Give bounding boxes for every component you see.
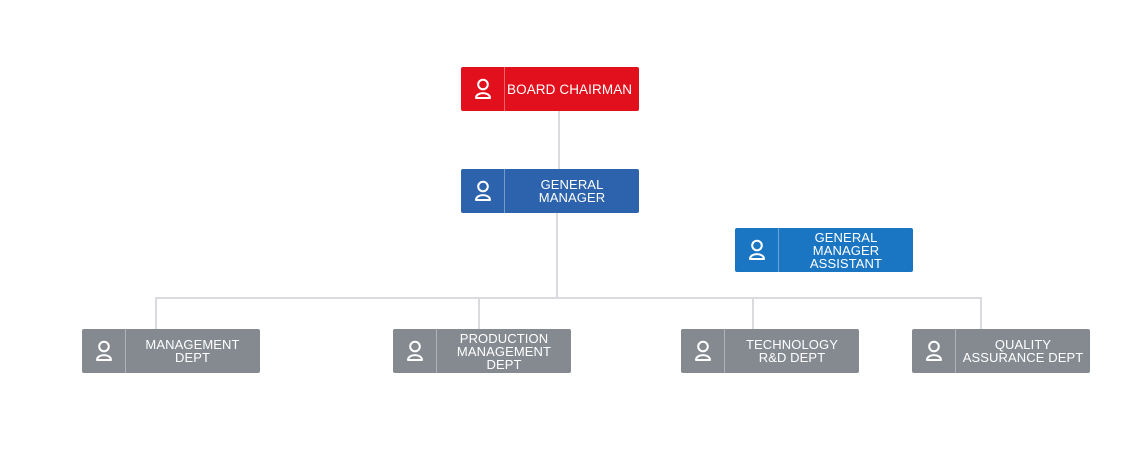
node-board-chairman: BOARD CHAIRMAN [461,67,639,111]
node-management-dept: MANAGEMENT DEPT [82,329,260,373]
person-icon [912,329,956,373]
node-quality-assurance-dept: QUALITY ASSURANCE DEPT [912,329,1090,373]
node-label: BOARD CHAIRMAN [507,81,633,97]
node-general-manager-assistant: GENERAL MANAGER ASSISTANT [735,228,913,272]
node-technology-rd-dept: TECHNOLOGY R&D DEPT [681,329,859,373]
person-icon [393,329,437,373]
person-icon [681,329,725,373]
node-label: MANAGEMENT DEPT [145,337,240,365]
node-label: QUALITY ASSURANCE DEPT [962,337,1084,365]
person-icon [461,67,505,111]
node-label: GENERAL MANAGER ASSISTANT [809,229,883,271]
node-label: PRODUCTION MANAGEMENT DEPT [456,330,552,372]
person-icon [735,228,779,272]
node-label: TECHNOLOGY R&D DEPT [745,337,838,365]
node-general-manager: GENERAL MANAGER [461,169,639,213]
person-icon [461,169,505,213]
person-icon [82,329,126,373]
node-label: GENERAL MANAGER [538,177,606,205]
node-production-management-dept: PRODUCTION MANAGEMENT DEPT [393,329,571,373]
